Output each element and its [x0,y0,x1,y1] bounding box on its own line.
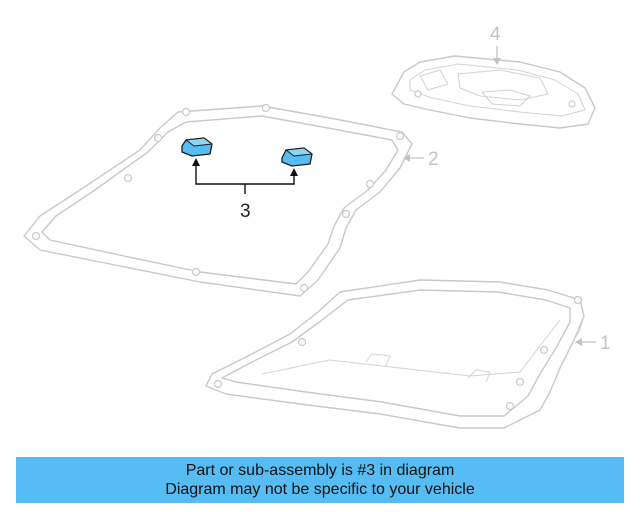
part-3-magnet-left [181,137,213,157]
callout-4: 4 [490,24,501,45]
part-4-filter [391,55,596,129]
callout-2: 2 [428,149,439,170]
callout-3: 3 [240,201,251,222]
banner-line-1: Part or sub-assembly is #3 in diagram [185,462,455,479]
callout-1: 1 [600,333,611,354]
part-3-magnet-right [281,147,313,167]
callout-3-leader [192,158,298,194]
part-1-oil-pan [205,279,585,429]
part-2-gasket [23,103,413,297]
info-banner: Part or sub-assembly is #3 in diagram Di… [16,457,624,503]
parts-diagram: 4 2 3 [23,24,611,429]
banner-line-2: Diagram may not be specific to your vehi… [165,481,475,498]
